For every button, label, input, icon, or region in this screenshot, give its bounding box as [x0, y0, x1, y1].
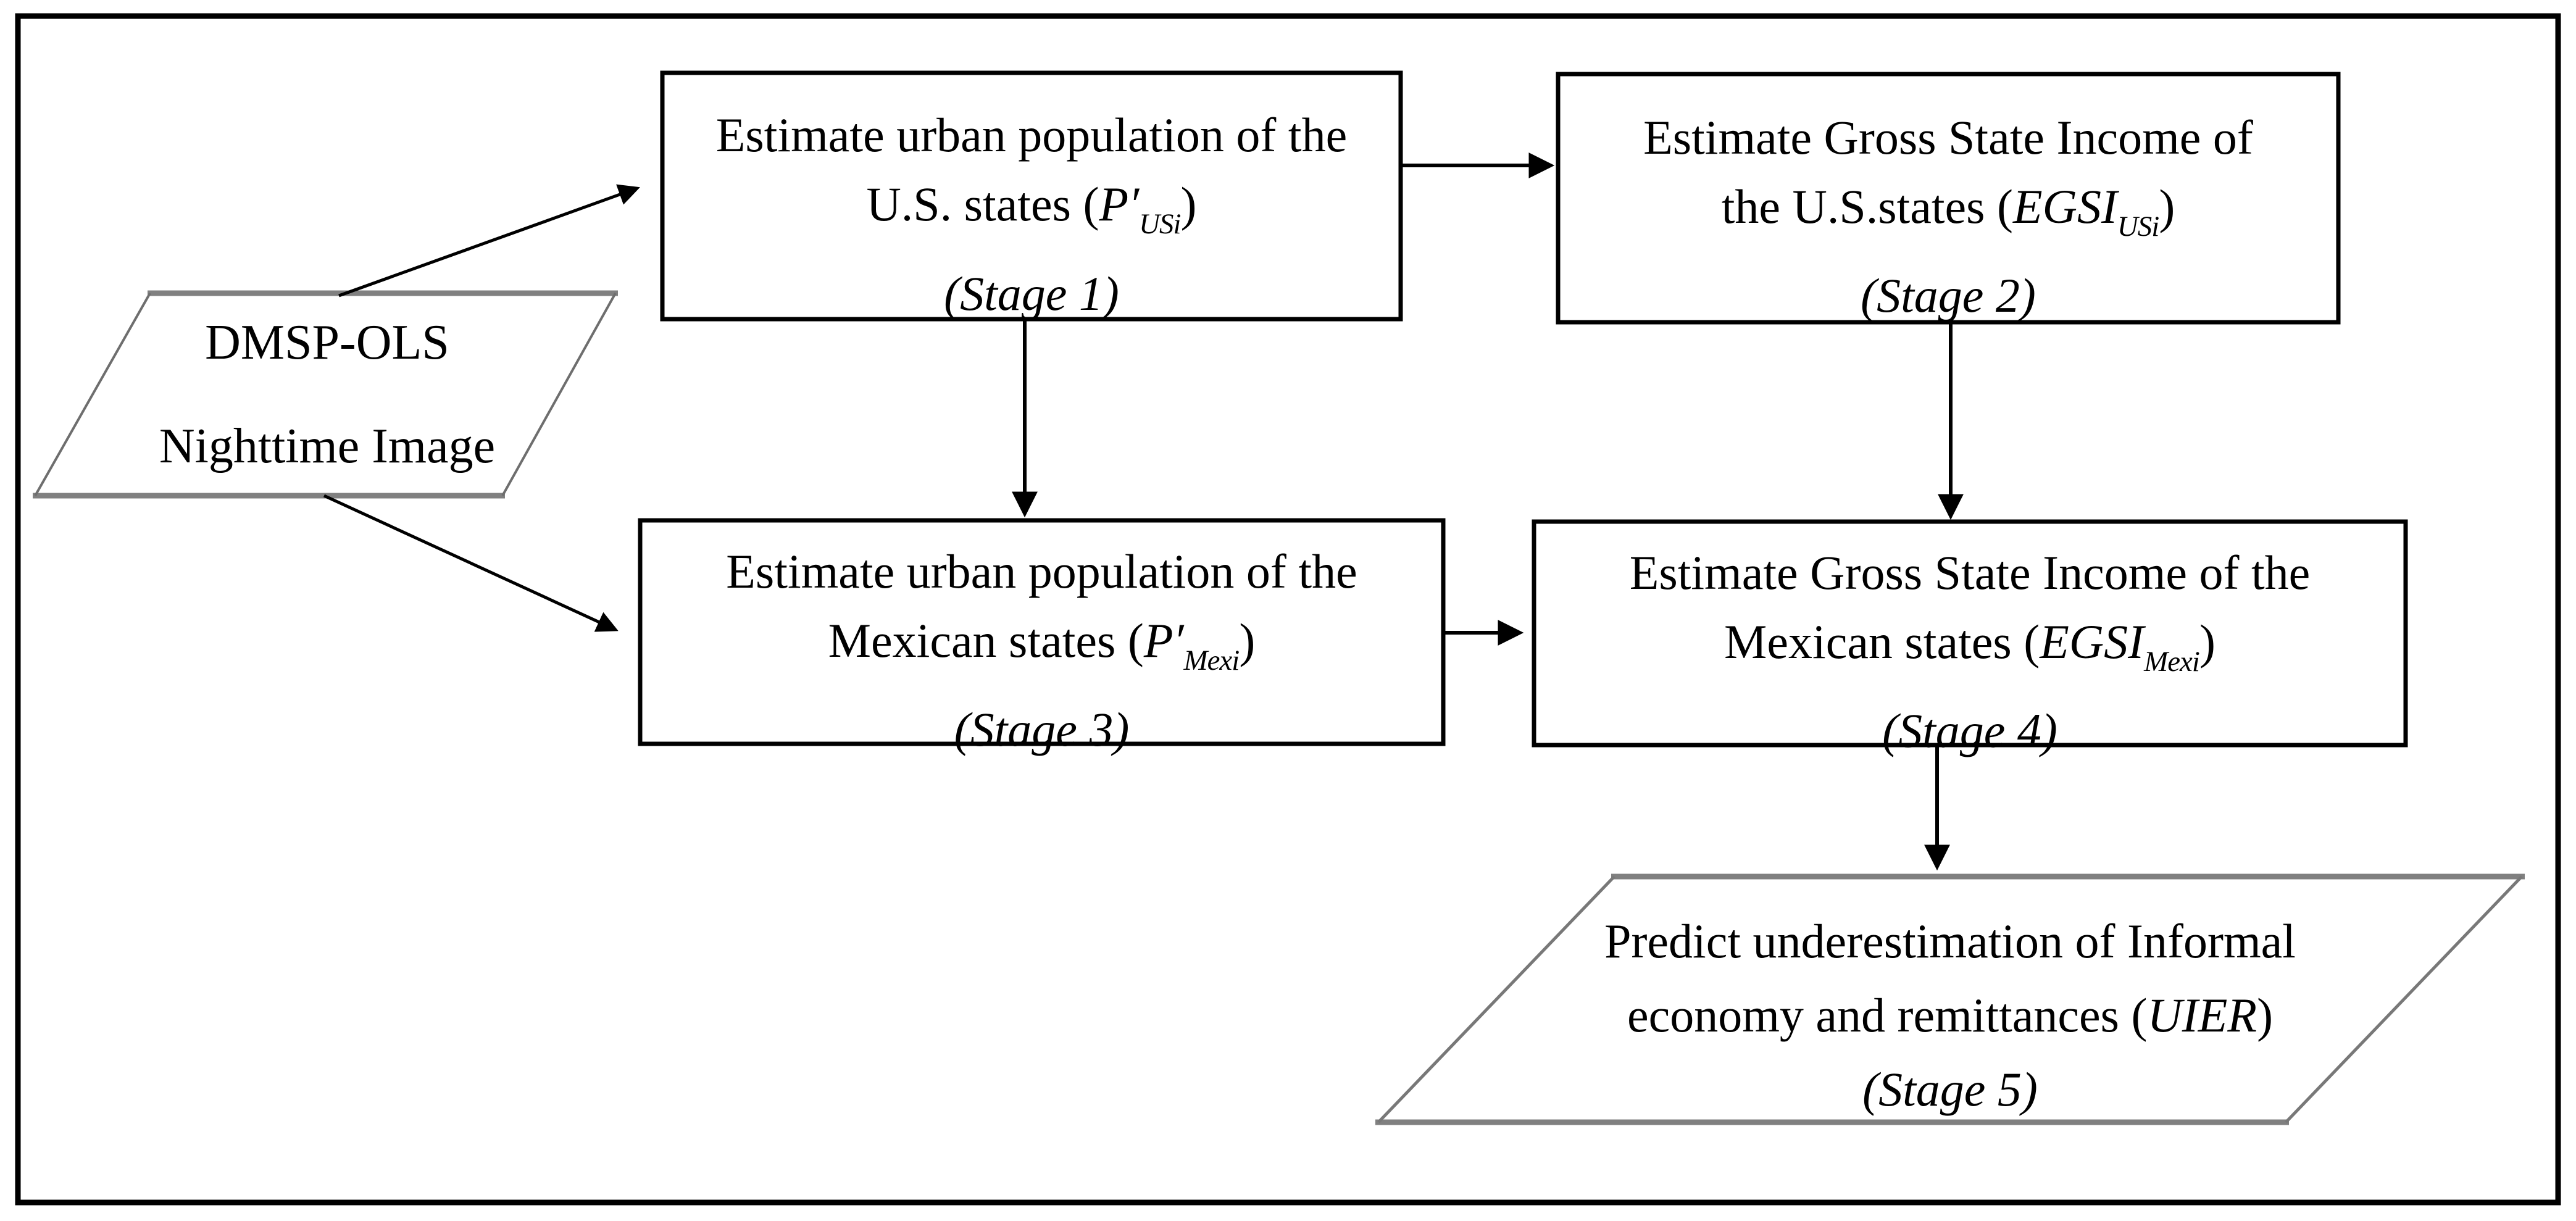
- stage2-line-2: the U.S.states (EGSIUSi): [1721, 179, 2175, 243]
- stage4-node-label: Estimate Gross State Income of the Mexic…: [1534, 522, 2406, 764]
- stage5-line-3: (Stage 5): [1862, 1062, 2038, 1116]
- stage3-node-label: Estimate urban population of the Mexican…: [640, 520, 1443, 762]
- input-line-1: DMSP-OLS: [205, 315, 449, 370]
- input-line-2: Nighttime Image: [159, 419, 496, 473]
- arrow-input-to-stage1: [338, 184, 640, 298]
- stage1-line-1: Estimate urban population of the: [715, 108, 1348, 162]
- stage3-line-1: Estimate urban population of the: [726, 544, 1357, 598]
- stage4-line-3: (Stage 4): [1882, 704, 2057, 758]
- input-parallelogram-left-edge: [34, 293, 151, 496]
- input-parallelogram: [33, 290, 618, 499]
- stage5-parallelogram-left-edge: [1377, 875, 1615, 1123]
- stage4-line-1: Estimate Gross State Income of the: [1629, 545, 2311, 599]
- stage2-line-3: (Stage 2): [1861, 269, 2036, 323]
- stage5-parallelogram: [1375, 873, 2525, 1125]
- stage2-box: [1556, 72, 2341, 325]
- stage5-node-label: Predict underestimation of Informal econ…: [1487, 879, 2413, 1136]
- stage1-box: [660, 70, 1403, 322]
- stage1-line-2: U.S. states (P′USi): [866, 177, 1197, 241]
- figure-border: [15, 13, 2561, 1206]
- stage2-node-label: Estimate Gross State Income of the U.S.s…: [1558, 74, 2338, 341]
- stage5-parallelogram-right-edge: [2285, 875, 2523, 1123]
- stage2-line-1: Estimate Gross State Income of: [1643, 110, 2253, 164]
- stage3-box: [638, 518, 1446, 746]
- input-parallelogram-right-edge: [501, 293, 617, 496]
- stage1-line-3: (Stage 1): [944, 266, 1119, 320]
- stage4-box: [1532, 519, 2408, 748]
- stage1-node-label: Estimate urban population of the U.S. st…: [662, 73, 1401, 338]
- stage3-line-2: Mexican states (P′Mexi): [828, 613, 1256, 677]
- arrow-input-to-stage3: [323, 494, 619, 632]
- input-node-label: DMSP-OLS Nighttime Image: [93, 293, 562, 496]
- stage5-line-1: Predict underestimation of Informal: [1604, 914, 2296, 968]
- stage3-line-3: (Stage 3): [954, 702, 1130, 757]
- stage4-line-2: Mexican states (EGSIMexi): [1724, 614, 2215, 678]
- stage5-line-2: economy and remittances (UIER): [1627, 988, 2274, 1042]
